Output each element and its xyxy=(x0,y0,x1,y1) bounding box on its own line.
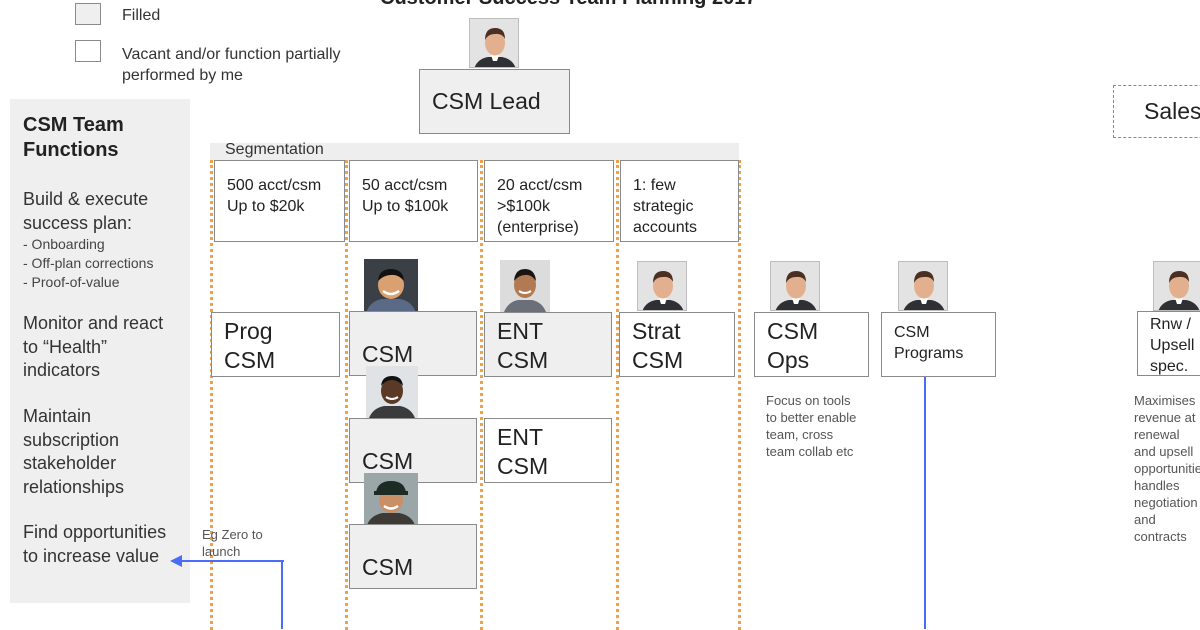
role-csm-ops[interactable]: CSM Ops xyxy=(754,312,869,377)
avatar-csm-2 xyxy=(366,366,418,418)
note-rnw-upsell: Maximises revenue at renewal and upsell … xyxy=(1134,393,1200,544)
avatar-csm-ops xyxy=(770,261,820,311)
role-csm-1[interactable]: CSM xyxy=(349,311,477,376)
segmentation-label: Segmentation xyxy=(225,141,324,158)
segmentation-band xyxy=(210,143,739,161)
role-label: Strat CSM xyxy=(632,318,684,373)
avatar-csm-3 xyxy=(364,473,418,525)
legend-vacant-swatch xyxy=(75,40,101,62)
avatar-csm-1 xyxy=(364,259,418,313)
role-label: ENT CSM xyxy=(497,424,549,479)
function-build-item: - Off-plan corrections xyxy=(23,255,154,271)
role-label: ENT CSM xyxy=(497,318,549,373)
role-rnw-upsell[interactable]: Rnw / Upsell spec. xyxy=(1137,311,1200,376)
diagram-title: Customer Success Team Planning 2017 xyxy=(380,0,756,10)
person-icon xyxy=(364,473,418,525)
segment-guide xyxy=(480,160,483,630)
function-build-item: - Proof-of-value xyxy=(23,274,120,290)
avatar-rnw-upsell xyxy=(1153,261,1200,311)
segment-box[interactable]: 500 acct/csm Up to $20k xyxy=(214,160,345,242)
legend-filled-swatch xyxy=(75,3,101,25)
role-prog-csm[interactable]: Prog CSM xyxy=(211,312,340,377)
person-icon xyxy=(500,260,550,312)
function-monitor: Monitor and react to “Health” indicators xyxy=(23,313,164,380)
role-sales[interactable]: Sales xyxy=(1113,85,1200,138)
function-build: Build & execute success plan: xyxy=(23,189,149,233)
avatar-strat-csm xyxy=(637,261,687,311)
role-strat-csm[interactable]: Strat CSM xyxy=(619,312,735,377)
role-csm-programs[interactable]: CSM Programs xyxy=(881,312,996,377)
segment-guide xyxy=(616,160,619,630)
person-icon xyxy=(638,262,686,310)
person-icon xyxy=(899,262,947,310)
segment-box[interactable]: 20 acct/csm >$100k (enterprise) xyxy=(484,160,614,242)
avatar-csm-programs xyxy=(898,261,948,311)
role-csm-2[interactable]: CSM xyxy=(349,418,477,483)
person-icon xyxy=(1154,262,1200,310)
legend-filled-label: Filled xyxy=(122,7,161,24)
note-eg-zero: Eg Zero to launch xyxy=(202,527,263,559)
person-icon xyxy=(364,259,418,313)
person-icon xyxy=(470,19,518,67)
role-csm-3[interactable]: CSM xyxy=(349,524,477,589)
segment-guide xyxy=(345,160,348,630)
person-icon xyxy=(771,262,819,310)
connector-line xyxy=(924,377,926,629)
role-ent-csm-2[interactable]: ENT CSM xyxy=(484,418,612,483)
role-label: CSM Programs xyxy=(894,324,964,362)
role-label: CSM Ops xyxy=(767,318,819,373)
segment-box[interactable]: 50 acct/csm Up to $100k xyxy=(349,160,478,242)
role-ent-csm-1[interactable]: ENT CSM xyxy=(484,312,612,377)
connector-line xyxy=(178,560,284,562)
arrow-left-icon xyxy=(170,555,182,567)
role-csm-lead[interactable]: CSM Lead xyxy=(419,69,570,134)
note-csm-ops: Focus on tools to better enable team, cr… xyxy=(766,393,857,459)
segment-box[interactable]: 1: few strategic accounts xyxy=(620,160,739,242)
function-find: Find opportunities to increase value xyxy=(23,522,167,566)
segment-guide xyxy=(738,160,741,630)
legend-vacant-label: Vacant and/or function partially perform… xyxy=(122,46,341,84)
avatar-lead xyxy=(469,18,519,68)
role-label: Rnw / Upsell spec. xyxy=(1150,316,1195,375)
role-label: Prog CSM xyxy=(224,318,276,373)
functions-title: CSM Team Functions xyxy=(23,114,124,161)
function-maintain: Maintain subscription stakeholder relati… xyxy=(23,406,125,497)
functions-panel xyxy=(10,99,190,603)
segment-guide xyxy=(210,160,213,630)
function-build-item: - Onboarding xyxy=(23,236,105,252)
avatar-ent-csm-1 xyxy=(500,260,550,312)
connector-line xyxy=(281,560,283,629)
person-icon xyxy=(366,366,418,418)
